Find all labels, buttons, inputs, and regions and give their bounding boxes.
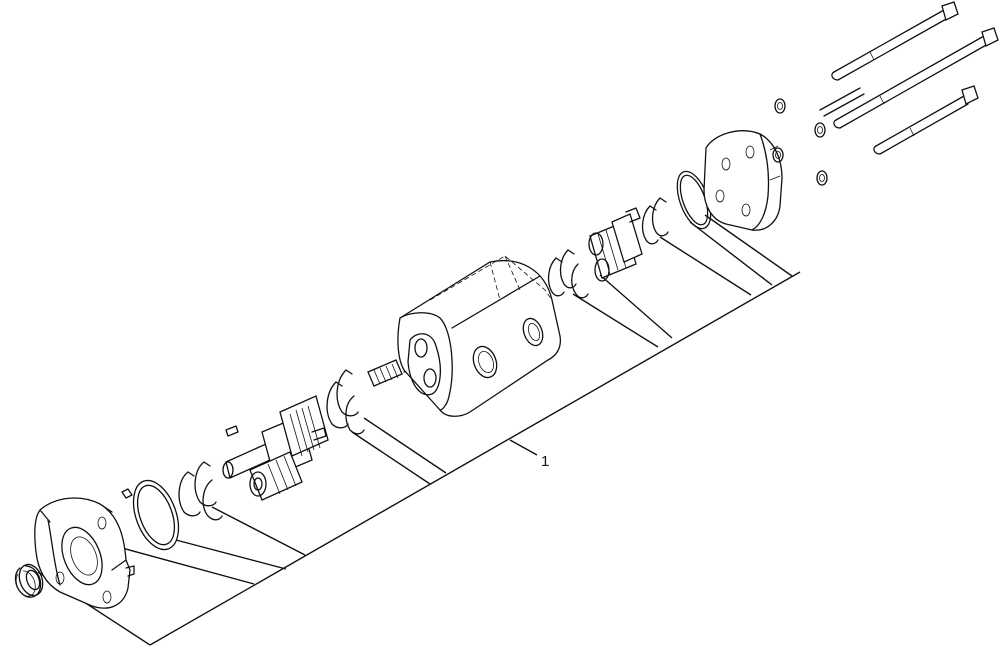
bolts (819, 1, 999, 155)
mounting-flange (34, 497, 135, 609)
o-ring-front (132, 479, 180, 551)
dowel-pin-front (121, 488, 133, 499)
bolt-1 (831, 1, 959, 81)
bolt-4 (819, 87, 865, 117)
bolt-2 (833, 27, 999, 129)
key (225, 425, 239, 437)
seal-rings-rear-2 (641, 197, 669, 245)
callout-1: 1 (541, 453, 549, 470)
bolt-3 (873, 85, 979, 155)
pump-body (397, 255, 562, 417)
shaft-seal (18, 563, 44, 597)
rear-cover (703, 130, 783, 231)
drive-gear-set (222, 395, 329, 501)
leader-lines (37, 214, 801, 646)
seal-rings-rear (547, 249, 589, 299)
rear-gear-set (588, 207, 643, 282)
retaining-ring-rear (14, 565, 42, 598)
washers (772, 98, 828, 186)
seal-rings-front (178, 461, 223, 521)
seal-rings-middle (326, 369, 365, 435)
